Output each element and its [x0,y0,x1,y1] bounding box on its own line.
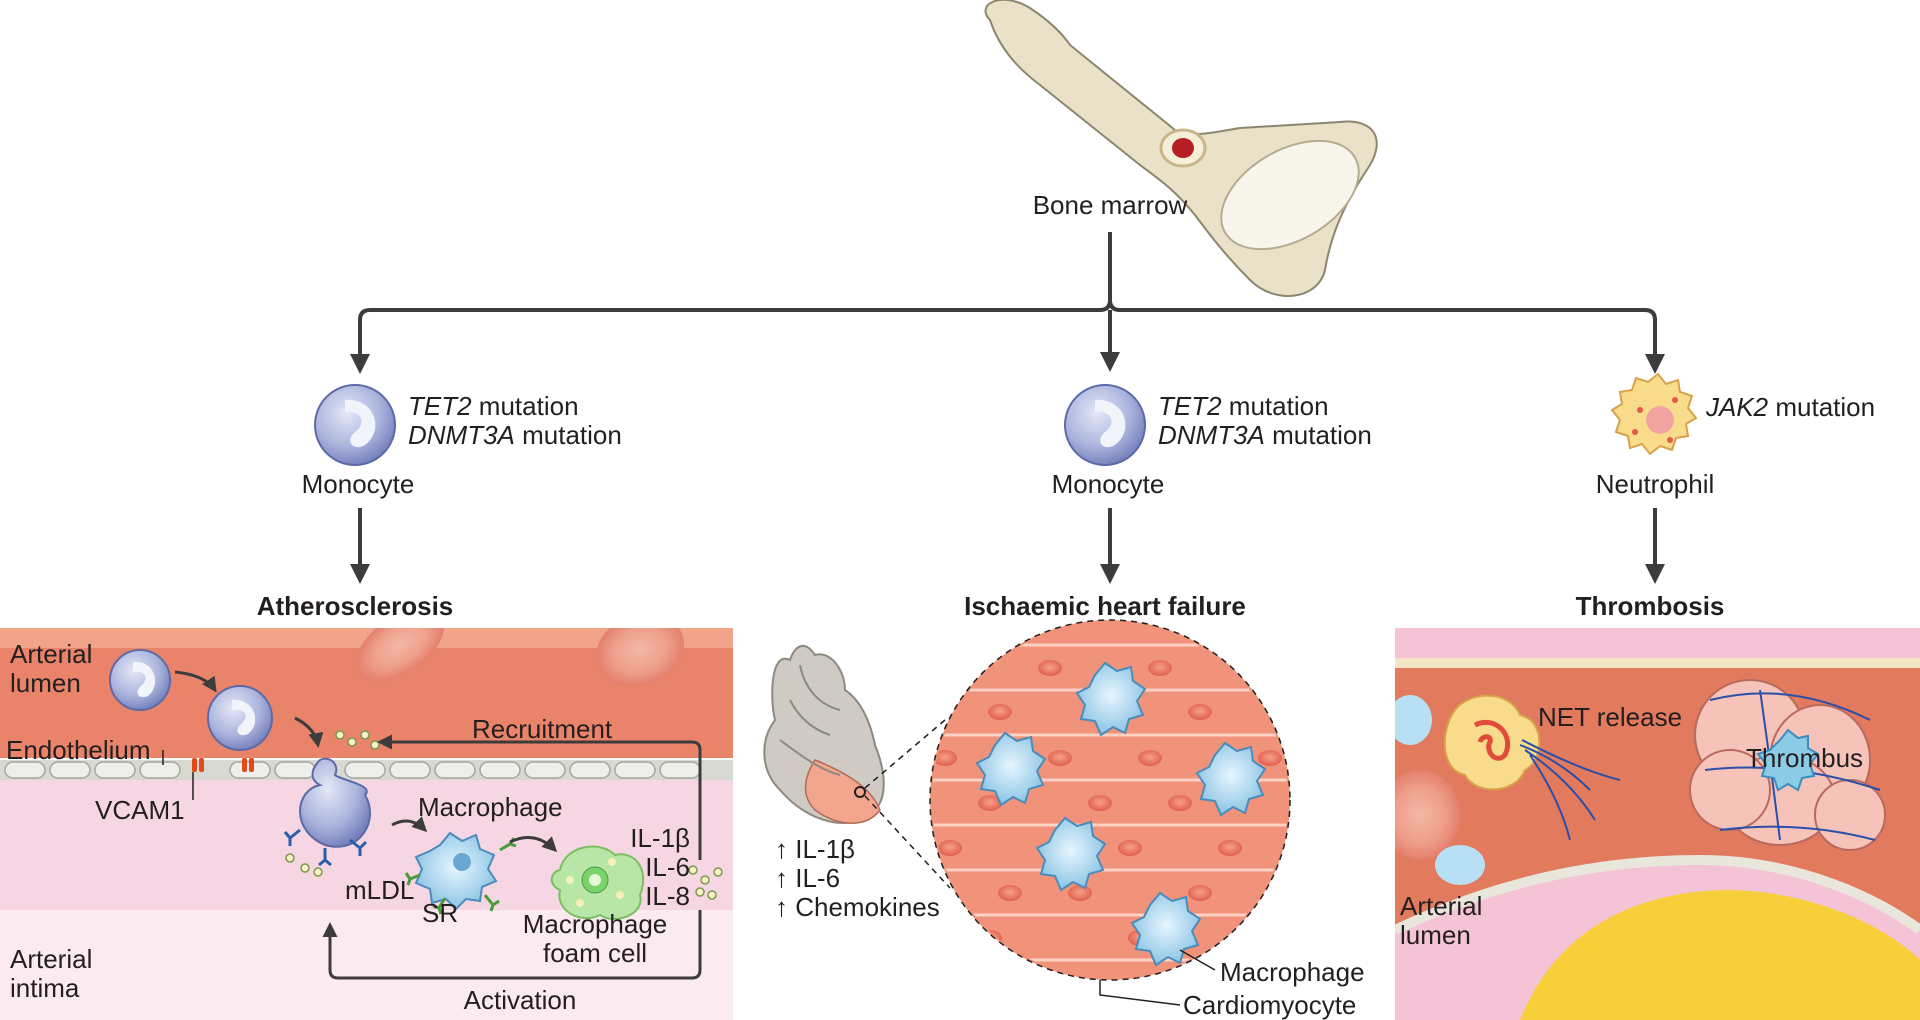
branch-3-mutations: JAK2 mutation [1706,393,1875,422]
ath-macrophage-label: Macrophage [418,792,563,822]
ath-vcam1-label: VCAM1 [95,795,185,825]
ath-recruitment-label: Recruitment [472,714,613,744]
neutrophil-cell [1610,372,1698,456]
branch-2-cell-label: Monocyte [1051,469,1165,499]
thr-thrombus-label: Thrombus [1746,743,1864,773]
branch-1-outcome-title: Atherosclerosis [256,591,454,621]
lumen-monocyte-1 [109,649,171,711]
monocyte-cell-2 [1064,384,1146,466]
branch-1-gene-1-suffix: mutation [471,391,579,421]
branch-3-outcome-title: Thrombosis [1575,591,1725,621]
hf-cytokines-label: ↑ IL-1β↑ IL-6↑ Chemokines [775,834,940,922]
chemokine-dots [285,730,723,900]
branch-3-gene-1: JAK2 [1706,392,1769,422]
branch-2-mutations: TET2 mutation DNMT3A mutation [1158,392,1372,450]
vcam1-receptors [192,758,254,772]
ath-mldl-label: mLDL [345,875,415,905]
hf-cardiomyocyte-label: Cardiomyocyte [1183,990,1357,1020]
cardiac-macrophages [975,661,1267,967]
ath-endothelium-label: Endothelium [6,735,151,765]
foam-cell [550,845,645,920]
branch-2-gene-2: DNMT3A [1158,420,1265,450]
branch-1-gene-2: DNMT3A [408,420,515,450]
lumen-monocyte-2 [207,685,273,751]
hf-macrophage-label: Macrophage [1220,957,1365,987]
branch-3-cell-label: Neutrophil [1595,469,1715,499]
bone-illustration [984,0,1378,297]
transmigrating-monocyte [299,757,371,848]
branch-2-outcome-title: Ischaemic heart failure [964,591,1246,621]
thrombosis-panel [1395,628,1920,1020]
ath-sr-label: SR [422,898,459,928]
endothelial-cells [4,761,701,779]
branch-1-gene-2-suffix: mutation [514,420,622,450]
ath-activation-label: Activation [463,985,577,1015]
zoom-lines [864,719,951,889]
branch-1-gene-1: TET2 [408,391,472,421]
branch-1-cell-label: Monocyte [301,469,415,499]
branch-1-mutations: TET2 mutation DNMT3A mutation [408,392,622,450]
thrombosis-neutrophil [1443,694,1541,791]
atherosclerosis-panel [0,628,733,1020]
monocyte-cell-1 [314,384,396,466]
branch-2-gene-1-suffix: mutation [1221,391,1329,421]
cardiac-tissue-circle [929,619,1291,1006]
atherosclerosis-macrophage [414,831,498,911]
heart-illustration [763,645,885,824]
branch-arrows [350,232,1665,584]
branch-3-gene-1-suffix: mutation [1768,392,1876,422]
branch-2-gene-2-suffix: mutation [1264,420,1372,450]
branch-2-gene-1: TET2 [1158,391,1222,421]
bone-cut-surface [1220,139,1360,251]
bone-marrow-label: Bone marrow [1032,190,1188,220]
thr-net-release-label: NET release [1538,702,1683,732]
net-strands [1519,739,1621,841]
